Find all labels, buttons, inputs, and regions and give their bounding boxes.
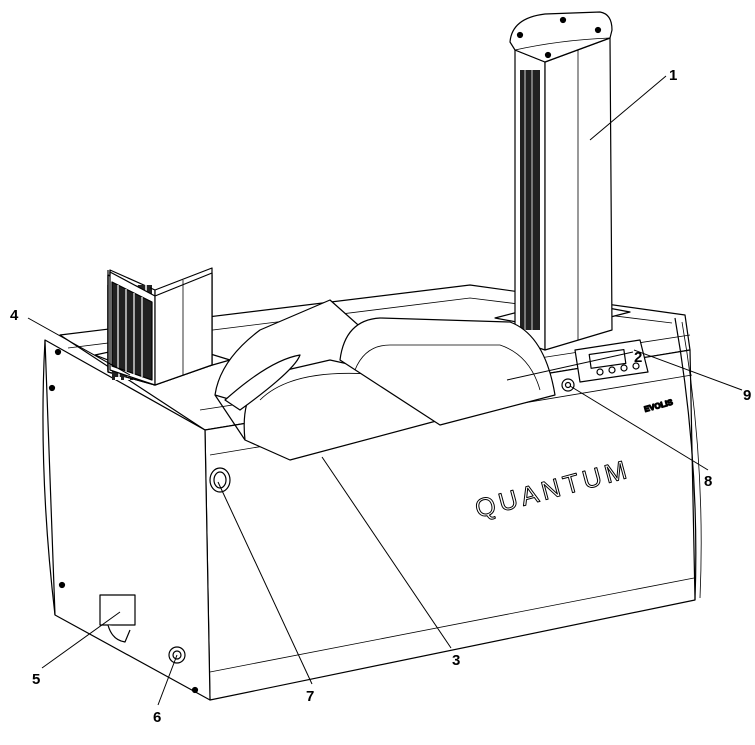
callout-2: 2 bbox=[634, 349, 642, 366]
output-hopper-full bbox=[109, 271, 213, 386]
encoder-slot bbox=[99, 594, 136, 643]
cleaning-roller-knob bbox=[209, 467, 231, 493]
callout-numbers: 1 2 3 4 5 6 7 8 9 bbox=[10, 67, 751, 726]
leader-6 bbox=[157, 654, 178, 706]
callout-7: 7 bbox=[306, 688, 314, 705]
control-panel bbox=[574, 339, 649, 383]
callout-1: 1 bbox=[669, 67, 677, 84]
callout-5: 5 bbox=[32, 671, 40, 688]
callout-6: 6 bbox=[153, 709, 161, 726]
leader-8 bbox=[569, 385, 709, 471]
leader-9 bbox=[633, 349, 743, 391]
leader-5 bbox=[41, 611, 121, 669]
callout-9: 9 bbox=[743, 387, 751, 404]
callout-leaders bbox=[27, 75, 743, 706]
flipper-cover bbox=[339, 317, 556, 426]
callout-8: 8 bbox=[704, 473, 712, 490]
leader-4 bbox=[27, 317, 131, 376]
leader-1 bbox=[589, 75, 667, 141]
input-hopper-tower bbox=[494, 11, 631, 351]
callout-3: 3 bbox=[452, 652, 460, 669]
callout-4: 4 bbox=[10, 307, 19, 324]
leader-2 bbox=[506, 351, 634, 381]
leader-7 bbox=[217, 481, 313, 685]
leader-3 bbox=[321, 456, 452, 649]
power-button bbox=[561, 378, 575, 392]
